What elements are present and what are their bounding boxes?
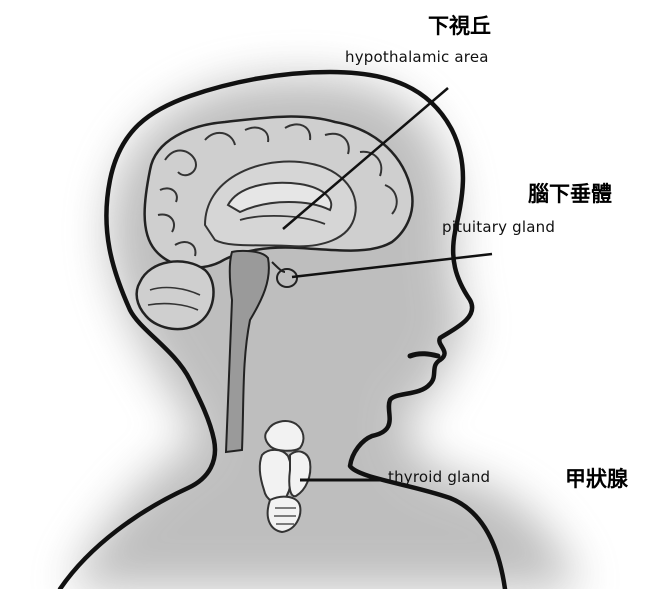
- pituitary-label-en: pituitary gland: [442, 218, 555, 236]
- hypothalamus-label-zh: 下視丘: [428, 10, 491, 40]
- hypothalamus-label-en: hypothalamic area: [345, 48, 489, 66]
- mouth: [410, 354, 438, 356]
- pituitary-label-zh: 腦下垂體: [528, 178, 612, 208]
- thyroid-label-zh: 甲狀腺: [565, 463, 628, 493]
- thyroid-label-en: thyroid gland: [388, 468, 490, 486]
